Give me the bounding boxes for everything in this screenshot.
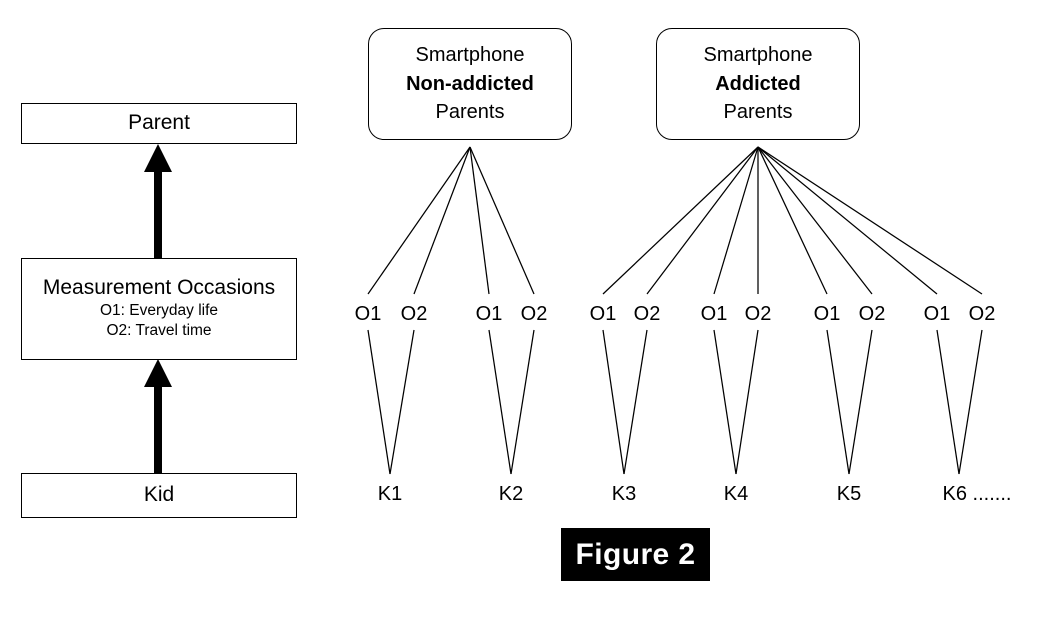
kid-node-k5: K5 (836, 483, 862, 505)
occasion-node-6: O2 (633, 303, 661, 325)
group-box-non-addicted-parents: Smartphone Non-addicted Parents (368, 28, 572, 140)
group-line-parents: Parents (723, 101, 793, 124)
occasion-node-2: O2 (400, 303, 428, 325)
fan-non-addicted-to-occasions (367, 146, 535, 295)
occasion-node-12: O2 (968, 303, 996, 325)
group-line-smartphone: Smartphone (703, 44, 813, 67)
kid-node-k2: K2 (498, 483, 524, 505)
occasion-node-7: O1 (700, 303, 728, 325)
fan-addicted-to-occasions (602, 146, 983, 295)
legend-subtitle-o1: O1: Everyday life (99, 301, 219, 319)
occasion-node-11: O1 (923, 303, 951, 325)
occasion-node-4: O2 (520, 303, 548, 325)
occasion-node-3: O1 (475, 303, 503, 325)
legend-box-parent: Parent (21, 103, 297, 144)
group-line-non-addicted: Non-addicted (406, 72, 534, 95)
legend-box-kid: Kid (21, 473, 297, 518)
legend-title-measurement-occasions: Measurement Occasions (42, 276, 276, 300)
join-occasions-to-kid-k1 (367, 329, 415, 475)
group-line-smartphone: Smartphone (415, 44, 525, 67)
join-occasions-to-kid-k6 (936, 329, 983, 475)
legend-title-parent: Parent (128, 111, 190, 135)
occasion-node-8: O2 (744, 303, 772, 325)
kid-node-k4: K4 (723, 483, 749, 505)
join-occasions-to-kid-k5 (826, 329, 873, 475)
arrow-kid-to-measurement (144, 359, 172, 473)
occasion-node-5: O1 (589, 303, 617, 325)
legend-box-measurement-occasions: Measurement Occasions O1: Everyday life … (21, 258, 297, 360)
group-line-parents: Parents (435, 101, 505, 124)
kid-node-k1: K1 (377, 483, 403, 505)
occasion-node-9: O1 (813, 303, 841, 325)
legend-subtitle-o2: O2: Travel time (106, 322, 212, 340)
join-occasions-to-kid-k3 (602, 329, 648, 475)
join-occasions-to-kid-k4 (713, 329, 759, 475)
arrow-measurement-to-parent (144, 144, 172, 258)
group-line-addicted: Addicted (715, 72, 801, 95)
legend-title-kid: Kid (143, 483, 175, 507)
join-occasions-to-kid-k2 (488, 329, 535, 475)
occasion-node-10: O2 (858, 303, 886, 325)
kid-node-k6: K6 ....... (942, 483, 1012, 505)
kid-node-k3: K3 (611, 483, 637, 505)
figure-caption: Figure 2 (561, 528, 710, 581)
group-box-addicted-parents: Smartphone Addicted Parents (656, 28, 860, 140)
occasion-node-1: O1 (354, 303, 382, 325)
